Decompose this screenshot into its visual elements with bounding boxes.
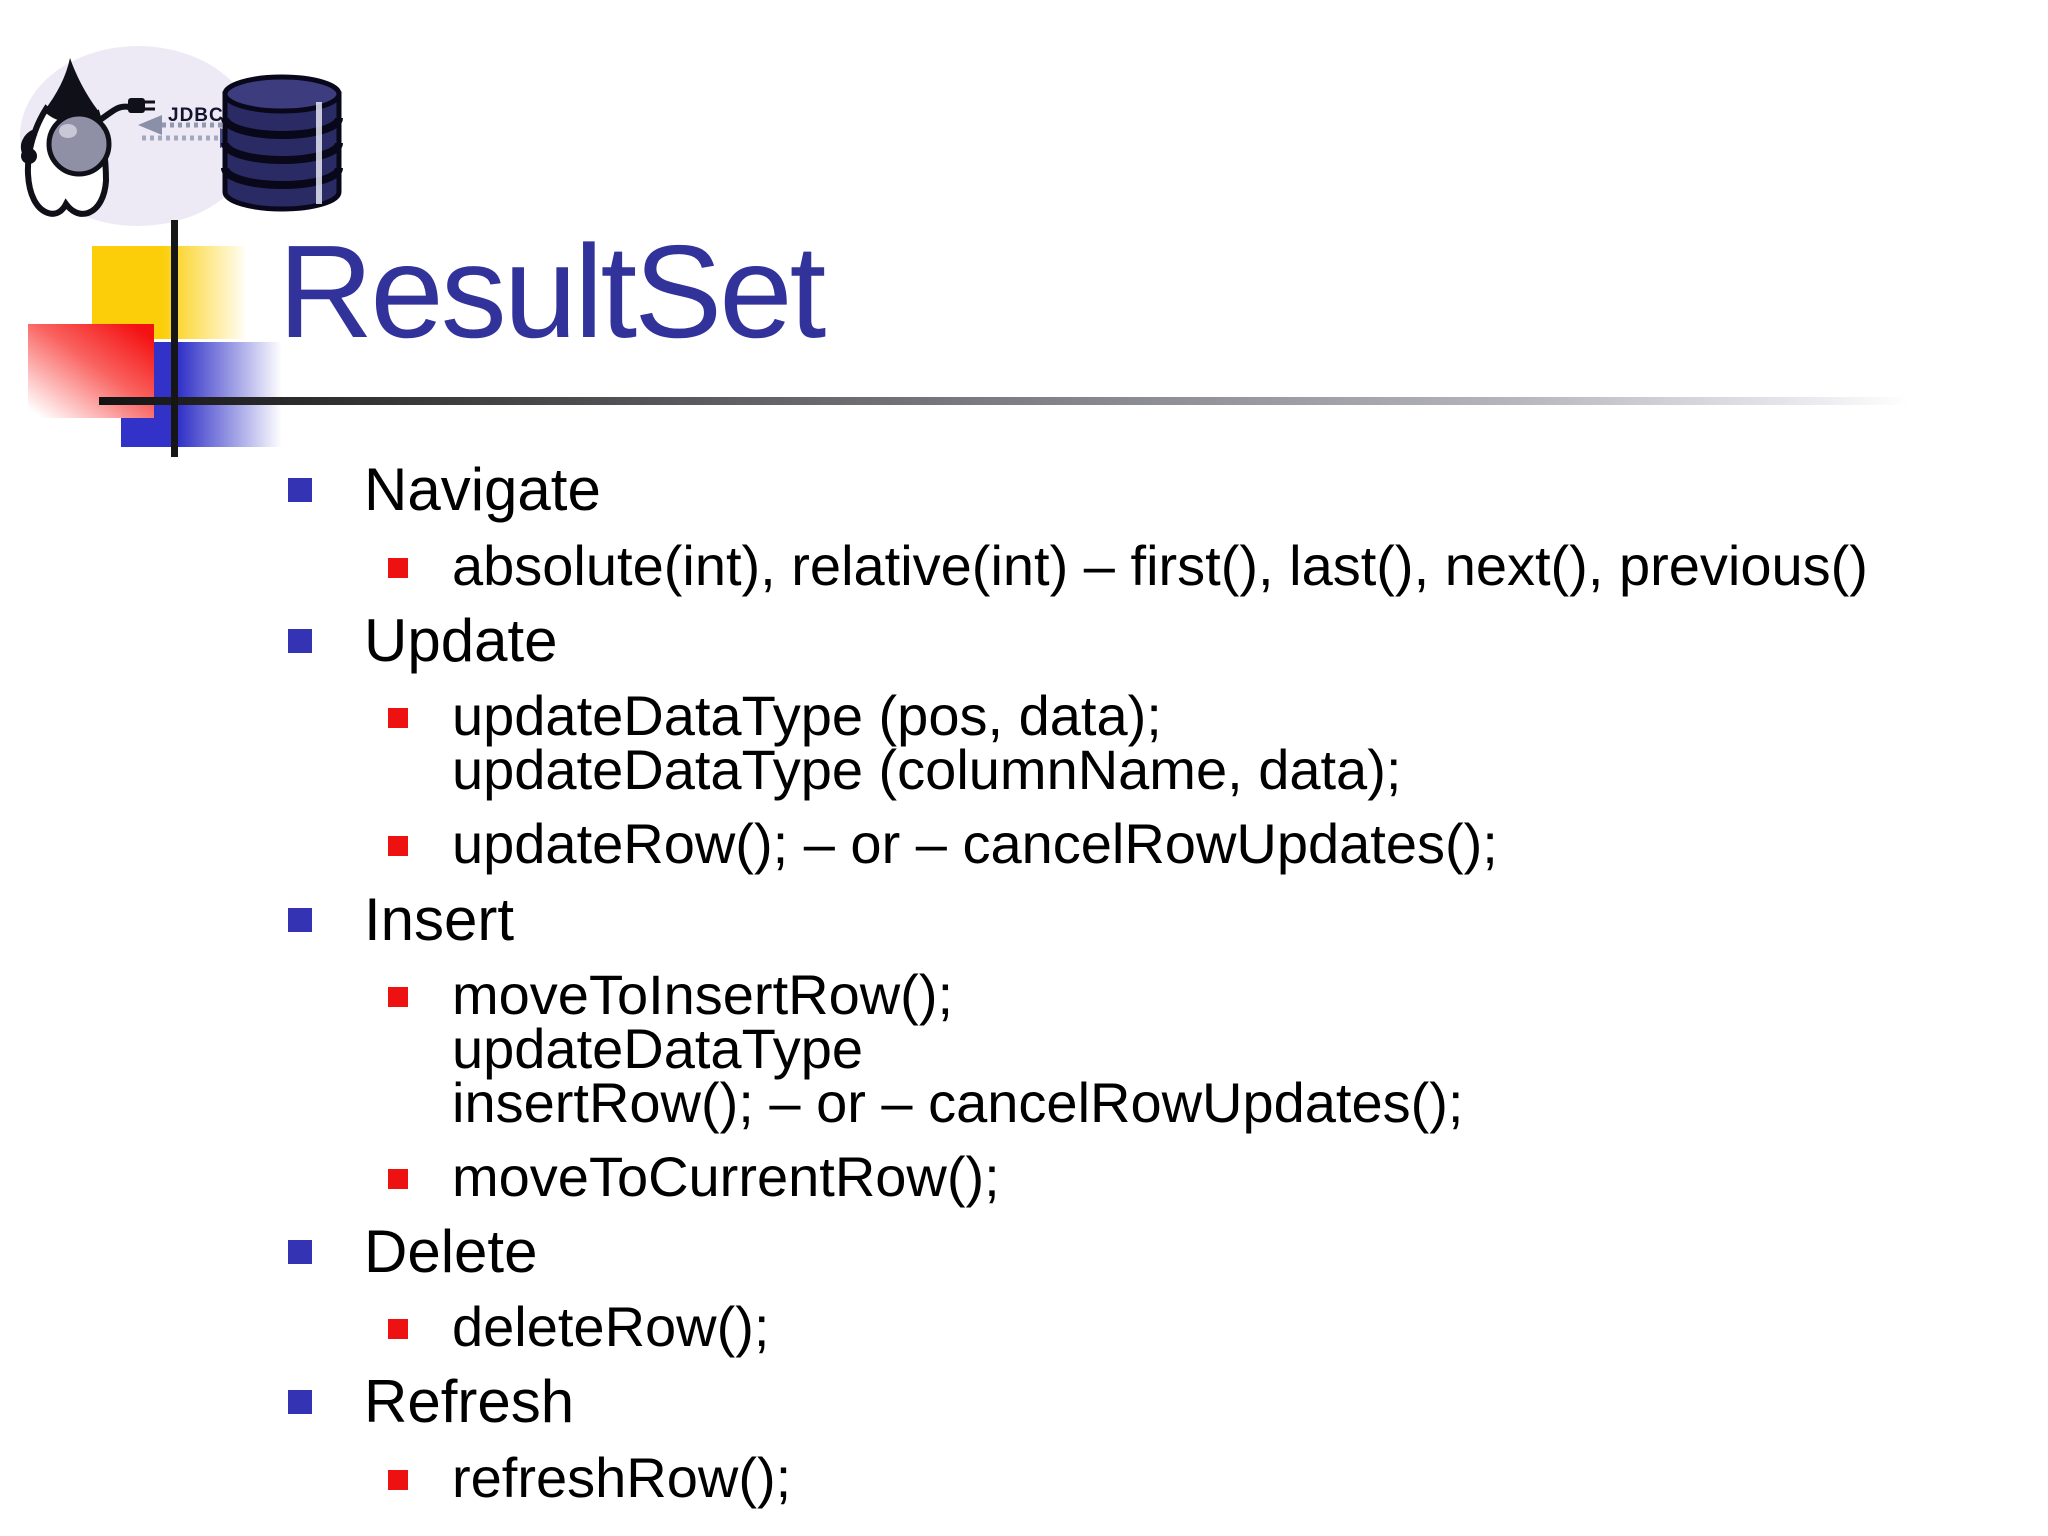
bullet-square-icon — [288, 629, 312, 653]
title-divider-rule — [99, 397, 1909, 405]
bullet-square-icon — [388, 1319, 408, 1339]
bullet-square-icon — [388, 708, 408, 728]
list-item-text: Refresh — [364, 1368, 575, 1435]
list-item-text: updateDataType (columnName, data); — [452, 738, 1402, 801]
bullet-square-icon — [388, 836, 408, 856]
list-item: refreshRow(); — [388, 1446, 792, 1509]
jdbc-label: JDBC — [168, 105, 224, 126]
list-item: updateRow(); – or – cancelRowUpdates(); — [388, 812, 1498, 875]
bullet-square-icon — [388, 1169, 408, 1189]
list-item: deleteRow(); — [388, 1295, 770, 1358]
list-item-text: Update — [364, 607, 558, 674]
list-item-text: insertRow(); – or – cancelRowUpdates(); — [452, 1071, 1464, 1134]
page-title: ResultSet — [278, 218, 826, 365]
bullet-square-icon — [288, 908, 312, 932]
list-item-text: updateDataType — [452, 1017, 863, 1080]
database-icon — [221, 74, 343, 212]
list-item-text: Navigate — [364, 456, 601, 523]
decoration-vertical-line — [171, 220, 178, 457]
bullet-square-icon — [388, 987, 408, 1007]
bullet-square-icon — [288, 478, 312, 502]
list-item-delete: Delete — [288, 1220, 537, 1284]
list-item-text: updateDataType (pos, data); — [452, 684, 1162, 747]
list-item-text: refreshRow(); — [452, 1446, 792, 1509]
list-item-text: moveToInsertRow(); — [452, 963, 954, 1026]
jdbc-logo: JDBC — [20, 46, 343, 226]
bullet-square-icon — [288, 1390, 312, 1414]
list-item: moveToCurrentRow(); — [388, 1145, 1000, 1208]
list-item: moveToInsertRow(); updateDataType insert… — [388, 963, 1464, 1134]
list-item-text: updateRow(); – or – cancelRowUpdates(); — [452, 812, 1498, 875]
bullet-square-icon — [388, 1470, 408, 1490]
list-item-text: Delete — [364, 1218, 538, 1285]
list-item-update: Update — [288, 609, 557, 673]
list-item-text: absolute(int), relative(int) – first(), … — [452, 534, 1868, 597]
list-item: absolute(int), relative(int) – first(), … — [388, 534, 1868, 597]
list-item-text: Insert — [364, 886, 515, 953]
list-item-text: moveToCurrentRow(); — [452, 1145, 1000, 1208]
java-duke-icon — [20, 58, 155, 217]
list-item-navigate: Navigate — [288, 458, 601, 522]
decoration-yellow-square — [92, 246, 245, 339]
list-item-insert: Insert — [288, 888, 514, 952]
list-item-refresh: Refresh — [288, 1370, 574, 1434]
list-item: updateDataType (pos, data); updateDataTy… — [388, 684, 1402, 801]
bullet-square-icon — [388, 558, 408, 578]
bullet-square-icon — [288, 1240, 312, 1264]
list-item-text: deleteRow(); — [452, 1295, 770, 1358]
